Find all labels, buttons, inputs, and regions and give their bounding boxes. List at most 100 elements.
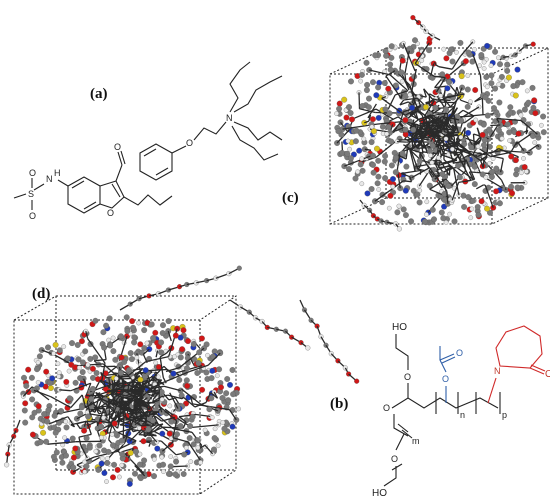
atom — [352, 175, 359, 182]
atom — [131, 334, 138, 341]
atom — [375, 157, 382, 164]
atom — [75, 356, 82, 363]
bond — [484, 184, 494, 208]
bond — [496, 117, 522, 122]
atom — [87, 355, 94, 362]
atom — [488, 80, 495, 87]
atom — [58, 408, 65, 414]
atom — [408, 218, 415, 225]
bond — [136, 406, 142, 416]
bond — [460, 41, 474, 57]
bond — [411, 90, 417, 104]
atom — [456, 174, 463, 181]
atom — [368, 186, 375, 192]
atom — [96, 442, 103, 449]
atom — [25, 366, 32, 373]
atom — [148, 321, 155, 328]
atom — [160, 322, 166, 329]
atom — [44, 418, 51, 425]
bond — [434, 85, 447, 89]
atom — [481, 137, 488, 144]
atom — [156, 374, 161, 380]
atom — [167, 403, 173, 409]
atom — [170, 370, 177, 377]
atom — [198, 335, 205, 342]
bond — [438, 99, 441, 103]
atom — [505, 74, 512, 81]
atom — [347, 155, 354, 162]
atom — [358, 71, 365, 78]
subscript-m: m — [412, 436, 420, 446]
atom — [365, 104, 372, 111]
atom — [154, 402, 161, 409]
bond — [406, 140, 421, 143]
atom — [356, 147, 363, 154]
bond — [111, 382, 121, 396]
bond — [418, 118, 427, 123]
atom — [53, 449, 60, 456]
atom — [172, 354, 177, 360]
atom — [110, 335, 116, 341]
bond — [142, 354, 148, 364]
atom — [441, 46, 447, 52]
atom — [131, 339, 138, 346]
bond — [443, 93, 465, 99]
atom — [529, 84, 536, 91]
bond — [143, 417, 146, 421]
bond — [447, 130, 455, 140]
atom — [426, 148, 433, 154]
atom — [79, 369, 86, 376]
bond — [133, 404, 137, 415]
atom — [496, 82, 502, 87]
bond — [136, 399, 142, 408]
bond — [160, 440, 177, 456]
bond — [423, 116, 432, 133]
atom — [390, 176, 396, 182]
bond — [435, 64, 440, 68]
atom — [23, 382, 30, 389]
atom — [392, 169, 399, 176]
atom — [379, 123, 386, 130]
atom — [436, 155, 441, 161]
atom — [88, 396, 95, 403]
atom — [454, 49, 459, 55]
atom — [509, 190, 516, 197]
bond — [395, 90, 409, 96]
panel-label-a: (a) — [90, 86, 108, 102]
atom — [130, 324, 137, 331]
atom — [440, 215, 447, 222]
bond — [409, 148, 419, 170]
bond — [374, 180, 404, 202]
atom — [4, 462, 10, 468]
bond — [419, 152, 430, 169]
atom — [82, 459, 87, 465]
atom — [479, 171, 486, 178]
atom — [132, 470, 138, 477]
atom — [62, 435, 67, 441]
atom — [89, 385, 96, 392]
atom — [468, 99, 473, 105]
atom — [451, 218, 458, 225]
bond — [414, 42, 430, 64]
atom — [514, 184, 521, 191]
bond — [33, 389, 52, 398]
atom — [459, 84, 466, 91]
atom — [180, 471, 187, 477]
atom — [521, 106, 528, 113]
atom — [488, 63, 494, 68]
atom — [29, 396, 36, 403]
bond — [451, 182, 460, 201]
atom — [194, 370, 201, 376]
bond — [142, 348, 150, 355]
atom — [127, 350, 134, 357]
atom — [491, 105, 497, 112]
atom — [449, 58, 456, 65]
atom — [203, 369, 210, 376]
bond — [119, 393, 141, 400]
bond — [85, 382, 92, 396]
atom — [83, 463, 90, 470]
atom — [530, 104, 537, 111]
atom — [144, 340, 150, 346]
bond — [86, 401, 90, 411]
bond — [438, 147, 460, 156]
